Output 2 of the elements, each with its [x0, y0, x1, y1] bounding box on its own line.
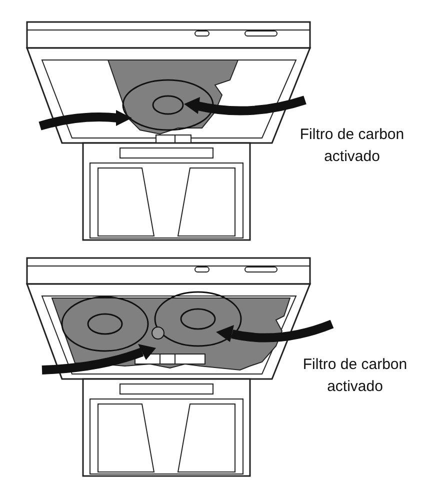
filter-label: Filtro de carbon activado [298, 125, 406, 167]
filter-label: Filtro de carbon activado [302, 355, 408, 397]
